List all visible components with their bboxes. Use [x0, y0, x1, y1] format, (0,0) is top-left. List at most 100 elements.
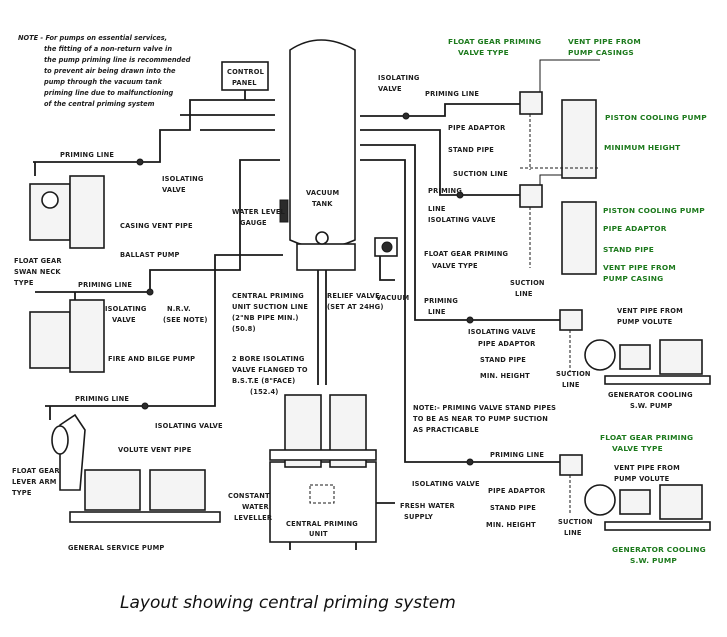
general-service-pump — [51, 413, 221, 523]
ballast-pump-label: BALLAST PUMP — [120, 250, 180, 259]
note-right-1: NOTE:- PRIMING VALVE STAND PIPES — [413, 403, 556, 412]
central-suction-2: UNIT SUCTION LINE — [232, 302, 308, 311]
isolating-valve-top-2: VALVE — [378, 84, 402, 93]
central-suction-4: (50.8) — [232, 324, 256, 333]
note-left-6: priming line due to malfunctioning — [43, 89, 174, 97]
minimum-height: MINIMUM HEIGHT — [604, 143, 680, 152]
generator-2-2: S.W. PUMP — [630, 556, 677, 565]
fresh-water-2: SUPPLY — [404, 512, 433, 521]
priming-line-left: PRIMING LINE — [60, 150, 114, 159]
stand-pipe-1: STAND PIPE — [448, 145, 494, 154]
water-level-gauge-icon — [279, 199, 289, 223]
figure-caption: Layout showing central priming system — [120, 593, 456, 613]
note-left-4: to prevent air being drawn into the — [44, 67, 176, 75]
suction-line-1: SUCTION LINE — [453, 169, 508, 178]
relief-valve-1: RELIEF VALVE — [327, 291, 380, 300]
generator-1-2: S.W. PUMP — [630, 401, 672, 410]
float-gear-2-2: VALVE TYPE — [432, 261, 478, 270]
line-isolating-2: ISOLATING VALVE — [428, 215, 496, 224]
suction-line-2-1: SUCTION — [510, 278, 545, 287]
float-gear-lever-1: FLOAT GEAR — [12, 466, 60, 475]
suction-line-5-2: LINE — [564, 528, 582, 537]
suction-line-3-1: SUCTION — [556, 369, 591, 378]
min-height-5: MIN. HEIGHT — [486, 520, 536, 529]
generator-cooling-pump-1 — [559, 309, 711, 385]
volute-vent-label: VOLUTE VENT PIPE — [118, 445, 192, 454]
note-left-1: NOTE - For pumps on essential services, — [18, 34, 167, 42]
control-panel-label-2: PANEL — [232, 78, 257, 87]
priming-line-2: PRIMING LINE — [78, 280, 132, 289]
suction-line-5-1: SUCTION — [558, 517, 593, 526]
ballast-pump — [29, 175, 105, 249]
vent-pipe-2-2: PUMP CASING — [603, 274, 663, 283]
bore-valve-3: B.S.T.E (8"FACE) — [232, 376, 295, 385]
priming-line-mid: PRIMING — [428, 186, 462, 195]
isolating-valves — [136, 112, 474, 466]
isolating-valve-left-1: ISOLATING — [162, 174, 204, 183]
float-gear-top-1: FLOAT GEAR PRIMING — [448, 37, 541, 46]
bore-valve-1: 2 BORE ISOLATING — [232, 354, 305, 363]
vacuum-tank-label-1: VACUUM — [306, 188, 339, 197]
fire-bilge-label: FIRE AND BILGE PUMP — [108, 354, 195, 363]
relief-valve-2: (SET AT 24HG) — [327, 302, 384, 311]
isolating-valve-top-1: ISOLATING — [378, 73, 420, 82]
isolating-valve-4: ISOLATING VALVE — [155, 421, 223, 430]
bore-valve-2: VALVE FLANGED TO — [232, 365, 308, 374]
constant-leveller-1: CONSTANT — [228, 491, 270, 500]
constant-leveller-2: WATER — [242, 502, 269, 511]
float-gear-swan-1: FLOAT GEAR — [14, 256, 62, 265]
stand-pipe-5: STAND PIPE — [490, 503, 536, 512]
control-panel-label-1: CONTROL — [227, 67, 265, 76]
vent-pipe-top-1: VENT PIPE FROM — [568, 37, 641, 46]
note-left-2: the fitting of a non-return valve in — [44, 45, 172, 53]
nrv-2: (SEE NOTE) — [163, 315, 208, 324]
priming-line-top: PRIMING LINE — [425, 89, 479, 98]
water-level-gauge-2: GAUGE — [240, 218, 267, 227]
fire-bilge-pump — [29, 299, 105, 373]
bore-valve-4: (152.4) — [250, 387, 279, 396]
pipe-adaptor-5: PIPE ADAPTOR — [488, 486, 545, 495]
note-left-3: the pump priming line is recommended — [44, 56, 191, 64]
piston-cooling-pump-2 — [519, 184, 597, 275]
priming-line-4: PRIMING LINE — [75, 394, 129, 403]
isolating-valve-2-2: VALVE — [112, 315, 136, 324]
vacuum-label: VACUUM — [376, 293, 409, 302]
generator-cooling-pump-2 — [559, 454, 711, 531]
pipe-adaptor-1: PIPE ADAPTOR — [448, 123, 505, 132]
min-height-3: MIN. HEIGHT — [480, 371, 530, 380]
stand-pipe-2: STAND PIPE — [603, 245, 654, 254]
float-gear-lever-2: LEVER ARM — [12, 477, 57, 486]
central-unit-label-2: UNIT — [309, 529, 328, 538]
piston-cooling-pump-1 — [519, 91, 600, 179]
control-panel: CONTROL PANEL — [221, 61, 269, 91]
central-priming-unit: CENTRAL PRIMING UNIT — [269, 394, 377, 550]
float-gear-2-1: FLOAT GEAR PRIMING — [424, 249, 508, 258]
note-left-5: pump through the vacuum tank — [43, 78, 162, 86]
vent-pipe-2-1: VENT PIPE FROM — [603, 263, 676, 272]
vent-pipe-volute-2: PUMP VOLUTE — [617, 317, 673, 326]
priming-line-5: PRIMING LINE — [490, 450, 544, 459]
isolating-valve-5: ISOLATING VALVE — [412, 479, 480, 488]
pipe-adaptor-2: PIPE ADAPTOR — [603, 224, 667, 233]
isolating-valve-3: ISOLATING VALVE — [468, 327, 536, 336]
central-suction-1: CENTRAL PRIMING — [232, 291, 304, 300]
vacuum-tank-label-2: TANK — [312, 199, 333, 208]
stand-pipe-3: STAND PIPE — [480, 355, 526, 364]
fresh-water-1: FRESH WATER — [400, 501, 455, 510]
constant-leveller-3: LEVELLER — [234, 513, 272, 522]
pipe-adaptor-3: PIPE ADAPTOR — [478, 339, 535, 348]
vent-pipe-5-1: VENT PIPE FROM — [614, 463, 680, 472]
pipework — [33, 59, 600, 504]
line-isolating-1: LINE — [428, 204, 446, 213]
isolating-valve-2-1: ISOLATING — [105, 304, 147, 313]
casing-vent-pipe: CASING VENT PIPE — [120, 221, 193, 230]
central-suction-3: (2"NB PIPE MIN.) — [232, 313, 299, 322]
vent-pipe-top-2: PUMP CASINGS — [568, 48, 634, 57]
generator-1-1: GENERATOR COOLING — [608, 390, 693, 399]
nrv-1: N.R.V. — [167, 304, 191, 313]
suction-line-3-2: LINE — [562, 380, 580, 389]
vent-pipe-5-2: PUMP VOLUTE — [614, 474, 670, 483]
note-right-2: TO BE AS NEAR TO PUMP SUCTION — [413, 414, 548, 423]
note-left-7: of the central priming system — [44, 100, 155, 108]
